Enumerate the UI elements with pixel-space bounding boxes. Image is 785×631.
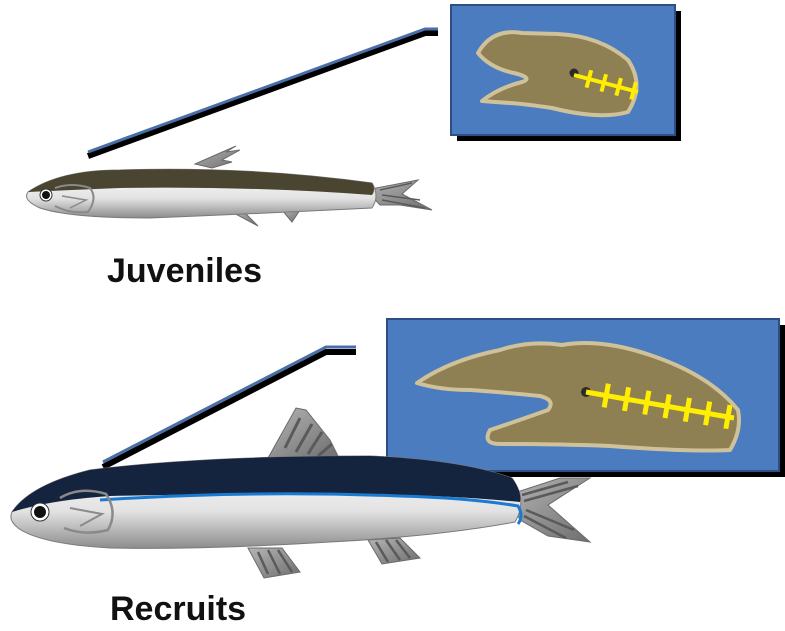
juvenile-otolith-callout-line	[88, 29, 438, 156]
recruit-otolith-panel	[387, 319, 785, 477]
juvenile-otolith-panel	[451, 5, 681, 141]
anchovy-juvenile-icon	[27, 146, 433, 226]
juveniles-label: Juveniles	[107, 252, 262, 290]
recruits-label: Recruits	[110, 590, 246, 628]
